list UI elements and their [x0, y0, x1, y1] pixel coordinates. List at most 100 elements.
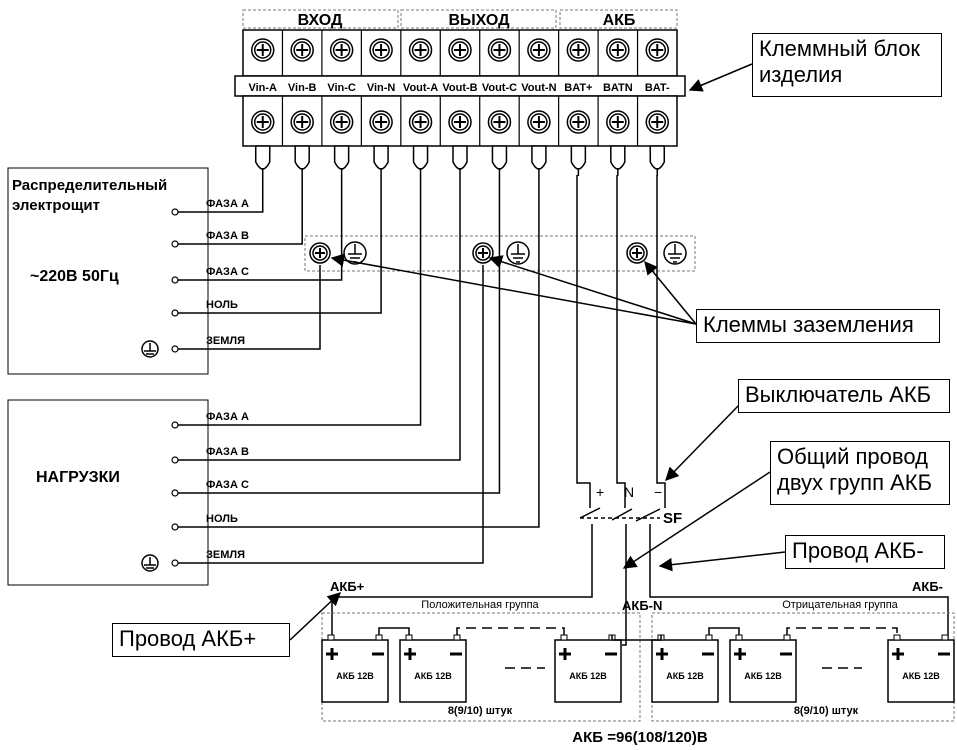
battery-cell-label: АКБ 12В	[336, 671, 374, 681]
terminal-screw	[645, 38, 670, 62]
battery-cell: АКБ 12В	[554, 634, 622, 703]
battery-minus-wire-label: АКБ-	[912, 579, 943, 594]
distribution-wire-label: ФАЗА В	[206, 230, 249, 242]
terminal-screw	[329, 38, 354, 62]
terminal-screw	[606, 38, 630, 62]
switch-n: N	[624, 484, 634, 500]
battery-n-wire-label: АКБ-N	[622, 598, 662, 613]
terminal-screw	[606, 110, 630, 134]
load-wire-label: ФАЗА А	[206, 411, 249, 423]
loads-title: НАГРУЗКИ	[36, 469, 120, 486]
ground-screw-icon	[626, 242, 648, 264]
battery-cell-label: АКБ 12В	[902, 671, 940, 681]
load-labels: ФАЗА А ФАЗА В ФАЗА С НОЛЬ ЗЕМЛЯ	[171, 411, 249, 567]
terminal-screw	[408, 38, 433, 62]
cable-lug	[412, 145, 429, 170]
battery-cell: АКБ 12В	[321, 634, 389, 703]
terminal-label: Vin-N	[367, 82, 396, 94]
terminal-label: BAT-	[645, 82, 670, 94]
positive-group-label: Положительная группа	[421, 599, 539, 611]
earth-icon	[663, 241, 687, 265]
terminal-screw	[369, 110, 393, 134]
battery-cell-label: АКБ 12В	[744, 671, 782, 681]
distribution-wire-label: ФАЗА С	[206, 266, 249, 278]
group-output-label: ВЫХОД	[448, 12, 510, 29]
terminal-screw	[329, 110, 354, 134]
cable-lug	[570, 145, 587, 170]
terminal-label: BATN	[603, 82, 633, 94]
battery-plus-wire-label: АКБ+	[330, 579, 365, 594]
battery-cell: АКБ 12В	[651, 634, 719, 703]
callout-plus-wire-text: Провод АКБ+	[119, 626, 257, 651]
terminal-label: Vout-C	[482, 82, 517, 94]
terminal-screw	[369, 38, 393, 62]
terminal-label: Vout-A	[403, 82, 438, 94]
callout-ground-terminals: Клеммы заземления	[696, 309, 940, 343]
switch-sf: SF	[663, 510, 682, 527]
terminal-screw	[250, 38, 275, 62]
ground-terminals	[309, 241, 687, 265]
group-input-label: ВХОД	[298, 12, 343, 29]
terminal-screw	[408, 110, 433, 134]
terminal-screw	[290, 110, 314, 134]
distribution-wire-label: НОЛЬ	[206, 299, 238, 311]
callout-ground-terminals-text: Клеммы заземления	[703, 312, 914, 337]
battery-cell: АКБ 12В	[729, 634, 797, 703]
terminal-screw	[527, 38, 551, 62]
distribution-labels: ФАЗА А ФАЗА В ФАЗА С НОЛЬ ЗЕМЛЯ	[171, 198, 249, 353]
callout-minus-wire-text: Провод АКБ-	[792, 538, 924, 563]
cable-lug	[452, 145, 468, 170]
callout-minus-wire: Провод АКБ-	[785, 535, 945, 569]
battery-cell: АКБ 12В	[399, 634, 467, 703]
ground-screw-icon	[472, 242, 494, 264]
battery-cells: АКБ 12В АКБ 12В АКБ 12В АКБ 12В АКБ 12В АКБ 1…	[321, 627, 955, 703]
load-wire-label: ЗЕМЛЯ	[206, 549, 245, 561]
cable-lug	[531, 145, 547, 170]
battery-feed-wires	[331, 175, 949, 646]
terminal-screw	[448, 110, 472, 134]
distribution-wires	[178, 176, 382, 350]
cable-lug	[373, 145, 389, 170]
cable-lug	[491, 145, 508, 170]
callout-terminal-block-text: Клеммный блок изделия	[759, 36, 921, 87]
cable-lug	[294, 145, 310, 170]
load-wire-label: ФАЗА С	[206, 479, 249, 491]
distribution-wire-label: ФАЗА А	[206, 198, 249, 210]
distribution-voltage: ~220В 50Гц	[30, 268, 119, 285]
cable-lug	[649, 145, 666, 170]
terminal-label: Vout-N	[521, 82, 556, 94]
terminal-label: Vout-B	[442, 82, 477, 94]
load-wire-label: ФАЗА В	[206, 446, 249, 458]
terminal-label: Vin-C	[327, 82, 356, 94]
battery-cell-label: АКБ 12В	[666, 671, 704, 681]
terminal-screw	[290, 38, 314, 62]
battery-cell-label: АКБ 12В	[414, 671, 452, 681]
switch-plus: +	[596, 484, 604, 500]
negative-group-label: Отрицательная группа	[782, 599, 898, 611]
terminal-screw	[566, 110, 591, 134]
earth-icon	[141, 554, 159, 572]
load-wire-label: НОЛЬ	[206, 513, 238, 525]
switch-minus: −	[654, 484, 662, 500]
terminal-screw	[566, 38, 591, 62]
cable-lug	[610, 145, 626, 170]
terminal-block	[242, 9, 678, 29]
distribution-title-2: электрощит	[12, 197, 100, 214]
callout-terminal-block: Клеммный блок изделия	[752, 33, 942, 97]
terminal-screw	[527, 110, 551, 134]
cable-lug	[254, 145, 271, 170]
earth-icon	[141, 340, 159, 358]
callout-common-wire-text: Общий провод двух групп АКБ	[777, 444, 933, 495]
distribution-wire-label: ЗЕМЛЯ	[206, 335, 245, 347]
battery-cell-label: АКБ 12В	[569, 671, 607, 681]
load-wires	[178, 176, 540, 564]
callout-plus-wire: Провод АКБ+	[112, 623, 290, 657]
battery-total: АКБ =96(108/120)В	[572, 729, 708, 746]
terminal-screw	[645, 110, 670, 134]
terminal-screw	[448, 38, 472, 62]
positive-count: 8(9/10) штук	[448, 705, 513, 717]
callout-battery-switch-text: Выключатель АКБ	[745, 382, 932, 407]
terminal-screw	[487, 38, 512, 62]
